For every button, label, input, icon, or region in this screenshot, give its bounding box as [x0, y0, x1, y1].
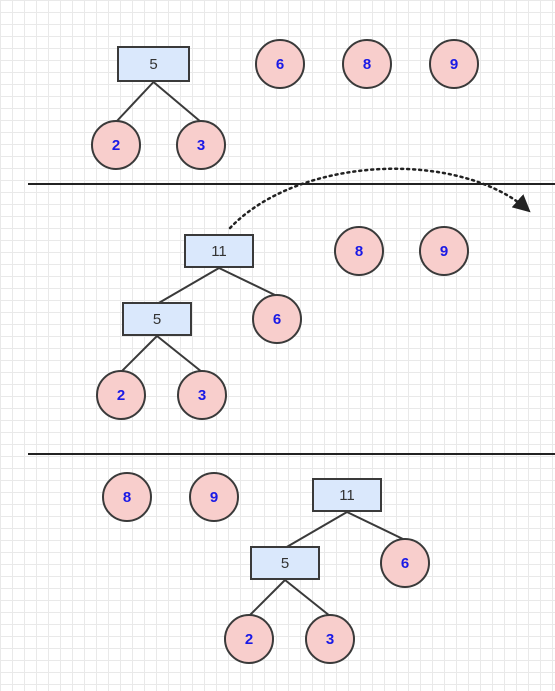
edge-stage2-internal-node-11-to-stage2-leaf-node-6 — [218, 267, 278, 297]
tree-edges — [115, 81, 406, 617]
edge-stage2-internal-node-5-to-stage2-leaf-node-2 — [120, 335, 158, 373]
edge-stage3-internal-node-11-to-stage3-internal-node-5 — [284, 511, 348, 549]
edge-stage3-internal-node-5-to-stage3-leaf-node-3 — [284, 579, 331, 617]
move-arrow — [228, 167, 531, 230]
edge-stage1-internal-node-5-to-stage1-leaf-node-3 — [152, 81, 202, 123]
edge-stage3-internal-node-11-to-stage3-leaf-node-6 — [346, 511, 406, 541]
edge-stage2-internal-node-11-to-stage2-internal-node-5 — [156, 267, 220, 305]
edge-stage2-internal-node-5-to-stage2-leaf-node-3 — [156, 335, 203, 373]
edge-stage1-internal-node-5-to-stage1-leaf-node-2 — [115, 81, 155, 123]
edge-stage3-internal-node-5-to-stage3-leaf-node-2 — [248, 579, 286, 617]
